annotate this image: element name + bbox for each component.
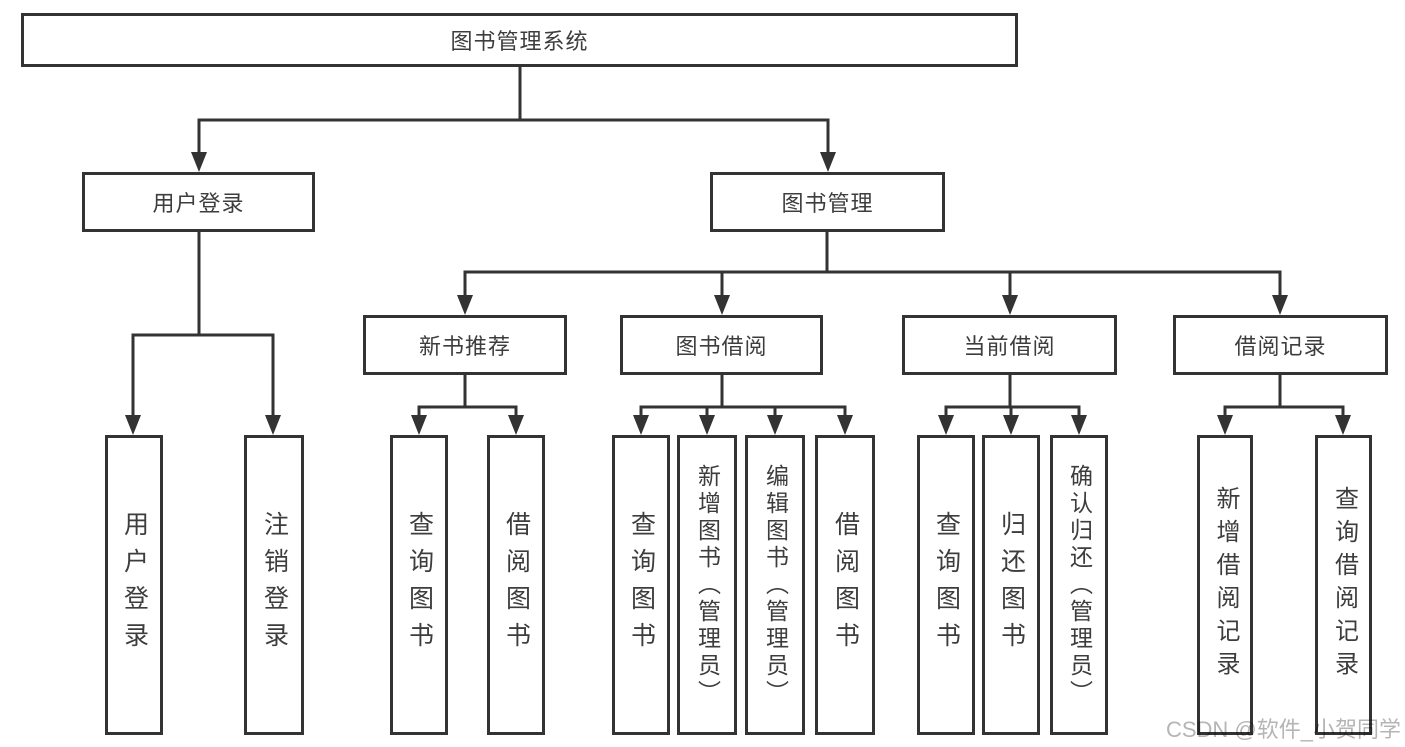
node-current-borrow: 当前借阅 (902, 315, 1117, 375)
node-user-login-label: 用户登录 (152, 191, 245, 216)
leaf-current-return-books: 归还图书 (982, 435, 1040, 735)
leaf-records-add-record: 新增借阅记录 (1197, 435, 1253, 735)
node-root: 图书管理系统 (21, 13, 1018, 67)
leaf-borrow-borrow-books: 借阅图书 (815, 435, 875, 735)
node-user-login: 用户登录 (82, 172, 315, 232)
leaf-borrow-query-books: 查询图书 (612, 435, 670, 735)
leaf-newbooks-query-books: 查询图书 (390, 435, 448, 735)
leaf-borrow-edit-books-admin-label: 编辑图书（管理员） (762, 463, 789, 707)
node-book-management-label: 图书管理 (781, 191, 874, 216)
leaf-current-return-books-label: 归还图书 (997, 511, 1026, 659)
leaf-logout-label: 注销登录 (260, 511, 289, 659)
node-current-borrow-label: 当前借阅 (963, 334, 1056, 359)
leaf-current-confirm-return-admin: 确认归还（管理员） (1050, 435, 1108, 735)
leaf-borrow-add-books-admin-label: 新增图书（管理员） (694, 463, 721, 707)
node-new-book-recommend: 新书推荐 (363, 315, 567, 375)
node-root-label: 图书管理系统 (450, 29, 589, 54)
leaf-newbooks-borrow-books-label: 借阅图书 (502, 511, 531, 659)
leaf-borrow-borrow-books-label: 借阅图书 (831, 511, 860, 659)
leaf-newbooks-query-books-label: 查询图书 (405, 511, 434, 659)
leaf-borrow-edit-books-admin: 编辑图书（管理员） (745, 435, 805, 735)
leaf-user-login-label: 用户登录 (120, 511, 149, 659)
node-borrow-records: 借阅记录 (1173, 315, 1388, 375)
node-new-book-recommend-label: 新书推荐 (418, 334, 511, 359)
leaf-current-query-books-label: 查询图书 (932, 511, 961, 659)
leaf-logout: 注销登录 (244, 435, 304, 735)
node-book-management: 图书管理 (710, 172, 945, 232)
leaf-borrow-add-books-admin: 新增图书（管理员） (677, 435, 737, 735)
node-book-borrow-label: 图书借阅 (675, 334, 768, 359)
leaf-records-add-record-label: 新增借阅记录 (1212, 486, 1239, 684)
leaf-user-login: 用户登录 (105, 435, 163, 735)
leaf-current-query-books: 查询图书 (917, 435, 975, 735)
leaf-records-query-record: 查询借阅记录 (1315, 435, 1372, 735)
leaf-records-query-record-label: 查询借阅记录 (1330, 486, 1358, 684)
node-borrow-records-label: 借阅记录 (1234, 334, 1327, 359)
csdn-watermark: CSDN @软件_小贺同学 (1165, 717, 1401, 742)
leaf-borrow-query-books-label: 查询图书 (627, 511, 656, 659)
leaf-current-confirm-return-admin-label: 确认归还（管理员） (1066, 463, 1093, 707)
node-book-borrow: 图书借阅 (620, 315, 823, 375)
leaf-newbooks-borrow-books: 借阅图书 (487, 435, 545, 735)
